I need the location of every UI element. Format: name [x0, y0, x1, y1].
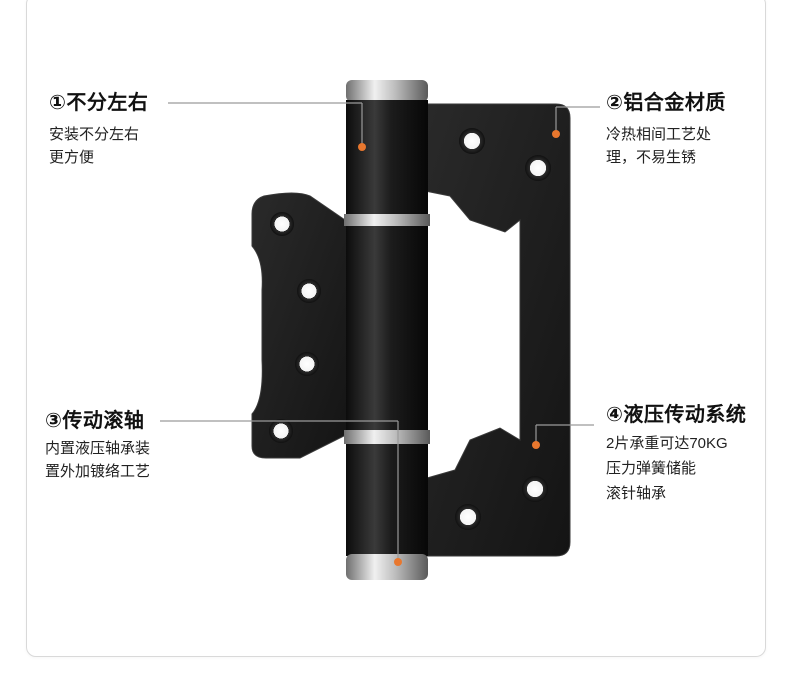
- feature-title: ③传动滚轴: [45, 410, 145, 432]
- feature-aluminum-material: ②铝合金材质 冷热相间工艺处 理，不易生锈: [606, 86, 726, 169]
- marker-dot-4: [532, 441, 540, 449]
- feature-desc-line: 安装不分左右: [49, 126, 140, 143]
- barrel-middle: [346, 226, 428, 432]
- feature-title: ④液压传动系统: [606, 404, 747, 426]
- screw-hole: [525, 155, 551, 181]
- barrel-top-cap: [346, 80, 428, 102]
- screw-hole: [269, 419, 293, 443]
- feature-description: 冷热相间工艺处 理，不易生锈: [606, 123, 726, 169]
- barrel-lower: [346, 444, 428, 556]
- screw-hole: [297, 279, 321, 303]
- screw-hole: [270, 212, 294, 236]
- screw-hole: [295, 352, 319, 376]
- feature-title: ②铝合金材质: [606, 92, 726, 114]
- feature-desc-line: 更方便: [49, 149, 95, 166]
- marker-dot-1: [358, 143, 366, 151]
- feature-desc-line: 滚针轴承: [606, 485, 667, 502]
- feature-desc-line: 2片承重可达70KG: [606, 435, 728, 452]
- feature-description: 安装不分左右 更方便: [49, 123, 148, 169]
- barrel-upper: [346, 100, 428, 216]
- barrel-bottom-cap: [346, 554, 428, 580]
- feature-desc-line: 理，不易生锈: [606, 149, 697, 166]
- feature-description: 内置液压轴承装 置外加镀络工艺: [45, 437, 150, 483]
- feature-desc-line: 内置液压轴承装: [45, 440, 151, 457]
- feature-desc-line: 冷热相间工艺处: [606, 126, 712, 143]
- feature-not-left-right: ①不分左右 安装不分左右 更方便: [49, 86, 148, 169]
- feature-hydraulic-system: ④液压传动系统 2片承重可达70KG 压力弹簧储能 滚针轴承: [606, 398, 746, 506]
- feature-description: 2片承重可达70KG 压力弹簧储能 滚针轴承: [606, 431, 746, 506]
- feature-transmission-roller: ③传动滚轴 内置液压轴承装 置外加镀络工艺: [45, 404, 150, 483]
- marker-dot-2: [552, 130, 560, 138]
- left-leaf-plate: [251, 192, 349, 459]
- marker-dot-3: [394, 558, 402, 566]
- feature-desc-line: 置外加镀络工艺: [45, 463, 151, 480]
- feature-desc-line: 压力弹簧储能: [606, 460, 697, 477]
- barrel-ring-upper: [344, 214, 430, 226]
- screw-hole: [522, 476, 548, 502]
- barrel-ring-lower: [344, 430, 430, 444]
- feature-title: ①不分左右: [49, 92, 149, 114]
- screw-hole: [455, 504, 481, 530]
- screw-hole: [459, 128, 485, 154]
